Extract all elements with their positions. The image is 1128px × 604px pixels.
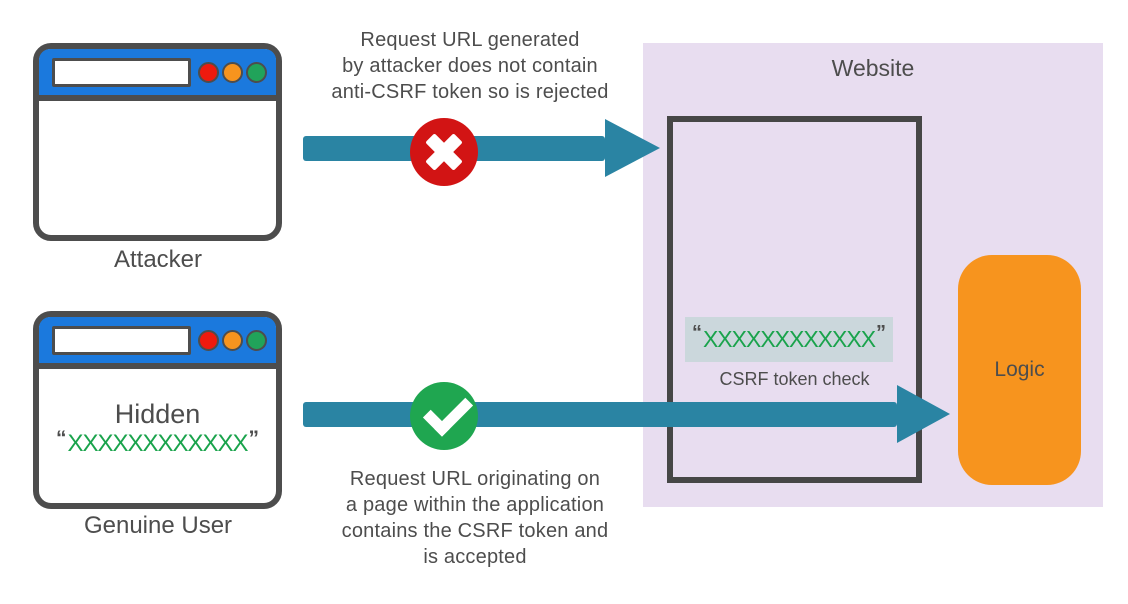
open-quote: “ <box>55 427 67 450</box>
accepted-note: Request URL originating on a page within… <box>305 466 645 570</box>
hidden-token-line: “XXXXXXXXXXXX” <box>39 427 276 458</box>
browser-titlebar <box>39 49 276 101</box>
csrf-token-chip: “XXXXXXXXXXXX” <box>685 317 893 362</box>
attacker-caption: Attacker <box>113 246 203 273</box>
accepted-flow-arrow-head <box>897 385 950 443</box>
attacker-browser-window <box>33 43 282 241</box>
close-quote: ” <box>248 427 260 450</box>
genuine-user-caption: Genuine User <box>83 512 233 539</box>
address-bar <box>52 57 191 87</box>
note-line: a page within the application <box>345 494 605 516</box>
x-circle-icon <box>410 118 478 186</box>
browser-dot-green-icon <box>246 61 267 83</box>
browser-content: Hidden “XXXXXXXXXXXX” <box>39 399 276 458</box>
note-line: is accepted <box>423 546 527 568</box>
rejected-flow-arrow-head <box>605 119 660 177</box>
note-line: contains the CSRF token and <box>341 520 609 542</box>
browser-titlebar <box>39 317 276 369</box>
note-line: Request URL generated <box>360 29 580 51</box>
check-mark <box>422 386 474 437</box>
csrf-check-label: CSRF token check <box>719 369 870 389</box>
hidden-label: Hidden <box>114 399 201 429</box>
csrf-token-text: XXXXXXXXXXXX <box>702 326 876 352</box>
rejected-note: Request URL generated by attacker does n… <box>305 27 635 105</box>
browser-dot-orange-icon <box>222 61 243 83</box>
logic-label: Logic <box>994 358 1045 381</box>
genuine-user-browser-window: Hidden “XXXXXXXXXXXX” <box>33 311 282 509</box>
address-bar <box>52 325 191 355</box>
logic-box: Logic <box>958 255 1081 485</box>
website-title: Website <box>831 55 915 81</box>
close-quote: ” <box>876 322 887 344</box>
browser-dot-orange-icon <box>222 329 243 351</box>
hidden-token-text: XXXXXXXXXXXX <box>67 430 248 457</box>
note-line: Request URL originating on <box>349 468 601 490</box>
check-circle-icon <box>410 382 478 450</box>
accepted-flow-arrow-shaft <box>303 402 897 427</box>
open-quote: “ <box>691 322 702 344</box>
csrf-check-box <box>667 116 922 483</box>
note-line: by attacker does not contain <box>342 55 598 77</box>
browser-dot-green-icon <box>246 329 267 351</box>
browser-dot-red-icon <box>198 61 219 83</box>
browser-dot-red-icon <box>198 329 219 351</box>
note-line: anti-CSRF token so is rejected <box>331 81 609 103</box>
